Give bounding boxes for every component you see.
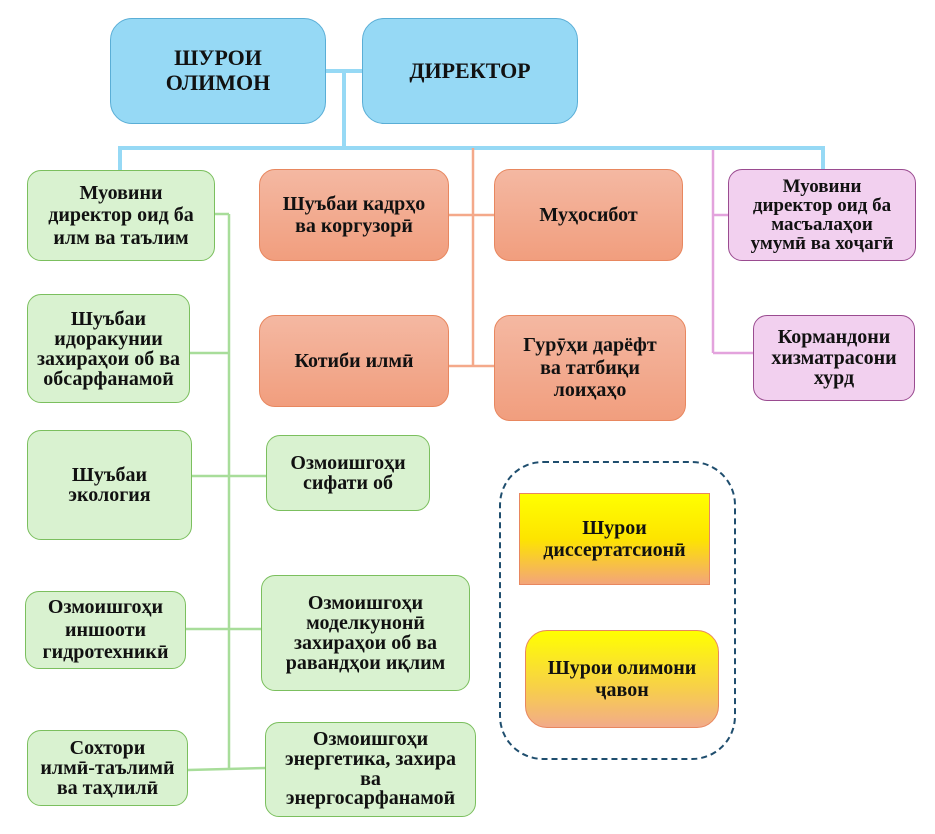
box-line: Муовини — [79, 181, 163, 204]
box-line: Кормандони — [777, 326, 891, 349]
service-staff-box[interactable]: Кормандони хизматрасони хурд — [753, 315, 915, 401]
water-management-dept-box[interactable]: Шуъбаи идоракунии захираҳои об ва обсарф… — [27, 294, 190, 403]
box-line: ДИРЕКТОР — [409, 57, 531, 83]
deputy-science-box[interactable]: Муовини директор оид ба илм ва таълим — [27, 170, 215, 261]
scientific-secretary-box[interactable]: Котиби илмӣ — [259, 315, 449, 407]
box-line: моделкунонӣ — [306, 612, 425, 634]
box-line: Озмоишгоҳи — [290, 452, 406, 474]
box-line: гидротехникӣ — [42, 641, 169, 664]
box-line: обсарфанамоӣ — [43, 367, 174, 390]
box-line: захираҳои об ва — [36, 347, 180, 370]
box-line: экология — [68, 484, 151, 506]
box-line: равандҳои иқлим — [285, 652, 446, 674]
box-line: ШУРОИ — [174, 45, 262, 71]
box-line: идоракунии — [54, 327, 163, 350]
hydrotechnical-lab-box[interactable]: Озмоишгоҳи иншооти гидротехникӣ — [25, 591, 186, 669]
energy-lab-box[interactable]: Озмоишгоҳи энергетика, захира ва энергос… — [265, 722, 476, 817]
box-line: ва татбиқи — [540, 356, 640, 379]
box-line: Шуъбаи — [71, 464, 148, 486]
hr-office-box[interactable]: Шуъбаи кадрҳо ва коргузорӣ — [259, 169, 449, 261]
box-line: сифати об — [302, 472, 394, 494]
climate-modeling-lab-box[interactable]: Озмоишгоҳи моделкунонӣ захираҳои об ва р… — [261, 575, 470, 691]
box-line: директор оид ба — [752, 195, 892, 216]
box-line: Озмоишгоҳи — [47, 596, 164, 619]
top-connectors — [118, 69, 825, 170]
box-line: умумӣ ва хоҷагӣ — [750, 233, 894, 254]
deputy-branch-connectors — [711, 150, 753, 355]
box-line: ҷавон — [595, 679, 649, 701]
box-line: Шуъбаи — [70, 307, 147, 330]
scientific-council-box[interactable]: ШУРОИ ОЛИМОН — [110, 18, 326, 124]
box-line: илм ва таълим — [53, 226, 189, 249]
box-line: захираҳои об ва — [293, 632, 437, 654]
box-line: масъалаҳои — [771, 214, 873, 235]
box-line: Гурӯҳи дарёфт — [523, 334, 657, 357]
box-line: Шурои олимони — [547, 656, 697, 679]
box-line: Муовини — [782, 176, 862, 197]
box-line: директор оид ба — [48, 204, 194, 227]
box-line: илмӣ-таълимӣ — [40, 757, 175, 779]
box-line: энергетика, захира — [284, 747, 457, 770]
box-line: лоиҳаҳо — [553, 379, 627, 402]
box-line: Шурои — [582, 516, 647, 539]
box-line: Шуъбаи кадрҳо — [282, 192, 426, 215]
ecology-dept-box[interactable]: Шуъбаи экология — [27, 430, 192, 540]
box-line: ОЛИМОН — [165, 70, 271, 95]
box-line: Озмоишгоҳи — [312, 728, 429, 751]
box-line: хурд — [813, 367, 855, 390]
science-branch-connectors — [186, 212, 267, 772]
water-quality-lab-box[interactable]: Озмоишгоҳи сифати об — [266, 435, 430, 511]
box-line: ва — [360, 767, 381, 790]
box-line: Котиби илмӣ — [294, 349, 414, 372]
box-line: иншооти — [64, 618, 146, 641]
box-line: Озмоишгоҳи — [307, 592, 424, 614]
box-line: диссертатсионӣ — [543, 539, 686, 561]
young-scientists-council-box[interactable]: Шурои олимони ҷавон — [525, 630, 719, 728]
dissertation-council-box[interactable]: Шурои диссертатсионӣ — [519, 493, 710, 585]
deputy-general-affairs-box[interactable]: Муовини директор оид ба масъалаҳои умумӣ… — [728, 169, 916, 261]
project-group-box[interactable]: Гурӯҳи дарёфт ва татбиқи лоиҳаҳо — [494, 315, 686, 421]
box-line: хизматрасони — [771, 346, 897, 369]
councils-group-border — [499, 461, 736, 760]
education-analytics-unit-box[interactable]: Сохтори илмӣ-таълимӣ ва таҳлилӣ — [27, 730, 188, 806]
box-line: ва таҳлилӣ — [56, 777, 159, 799]
box-line: Муҳосибот — [539, 203, 638, 226]
box-line: энергосарфанамоӣ — [285, 787, 456, 810]
admin-branch-connectors — [448, 148, 494, 368]
director-box[interactable]: ДИРЕКТОР — [362, 18, 578, 124]
box-line: ва коргузорӣ — [295, 215, 413, 237]
accounting-box[interactable]: Муҳосибот — [494, 169, 683, 261]
box-line: Сохтори — [69, 737, 146, 759]
